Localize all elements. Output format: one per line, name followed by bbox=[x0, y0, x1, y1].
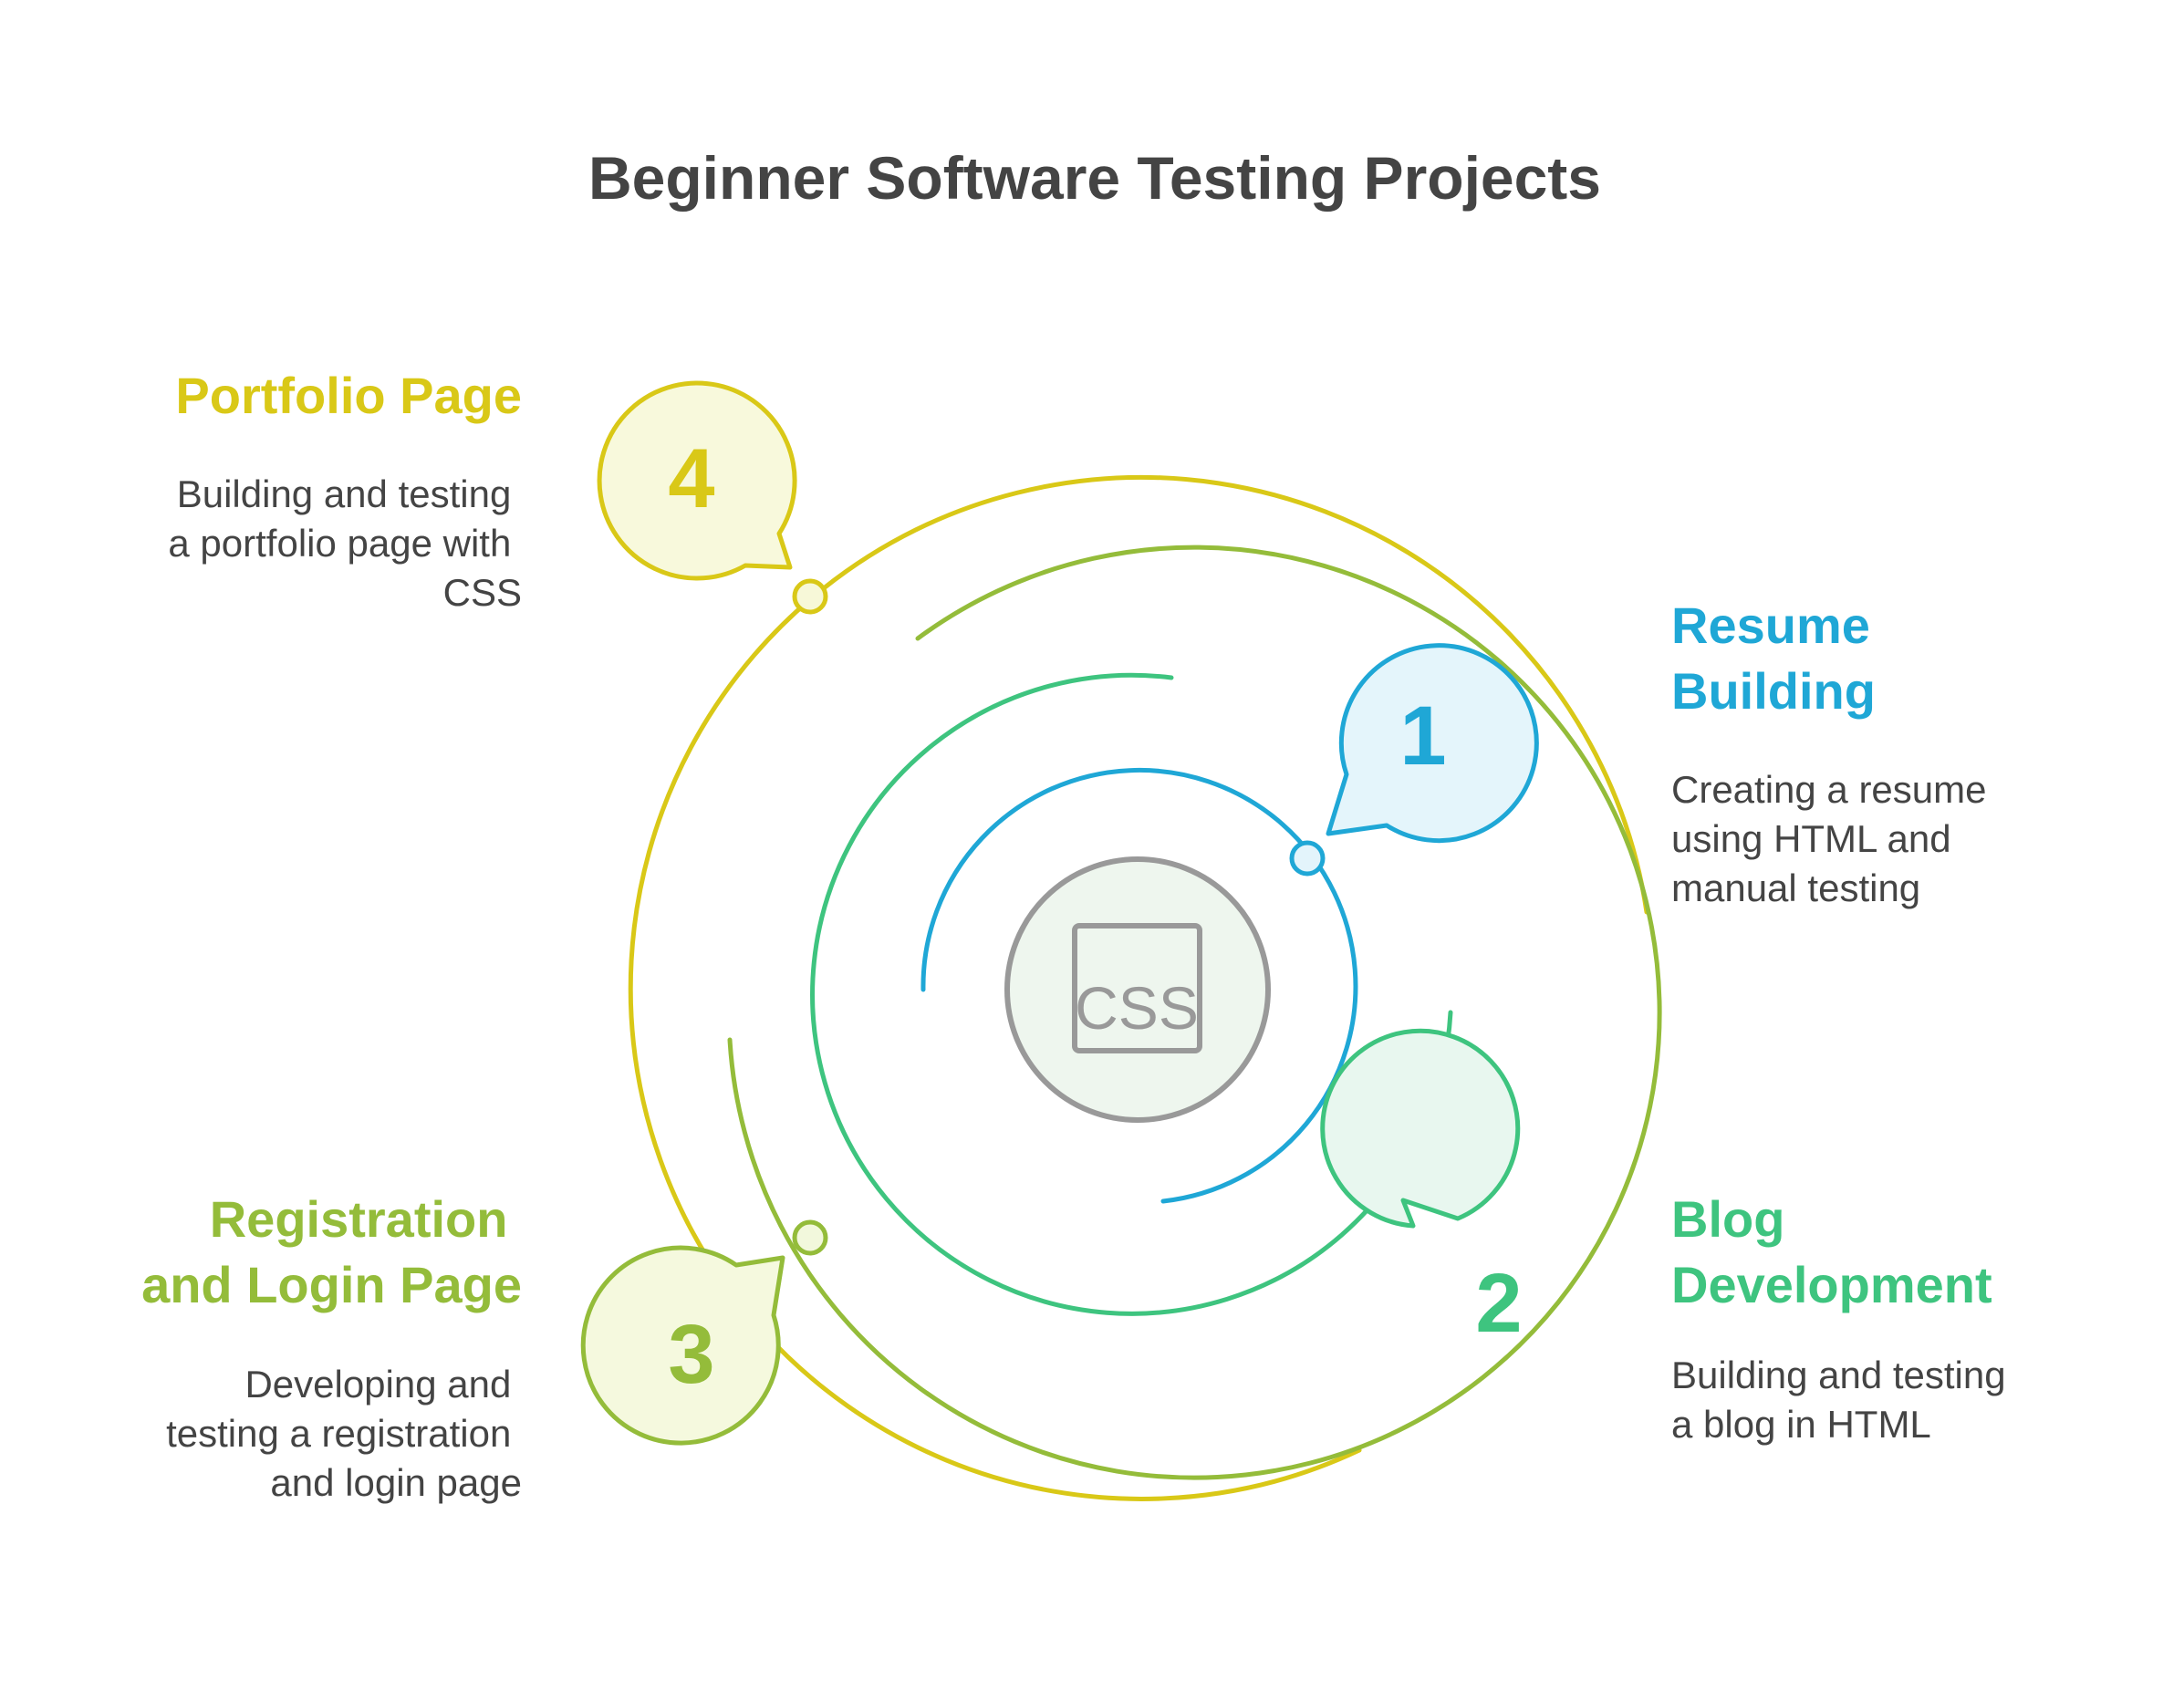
css-icon: CSS bbox=[1072, 923, 1202, 1053]
step-2-bubble: 2 bbox=[1320, 1028, 1523, 1350]
orbit-resume bbox=[920, 768, 1358, 1204]
center-circle bbox=[1004, 856, 1271, 1123]
step-4-bubble: 4 bbox=[597, 380, 797, 581]
step-1-bubble: 1 bbox=[1326, 643, 1539, 844]
orbit-dot-resume bbox=[1289, 840, 1326, 877]
step-1-description: Creating a resume using HTML and manual … bbox=[1671, 768, 1997, 909]
step-2-title: Blog Development bbox=[1671, 1190, 1992, 1313]
css-icon-label: CSS bbox=[1075, 974, 1199, 1042]
orbit-blog bbox=[810, 672, 1453, 1316]
step-1-number: 1 bbox=[1399, 690, 1446, 783]
step-2-description: Building and testing a blog in HTML bbox=[1671, 1354, 2016, 1446]
step-3-number: 3 bbox=[668, 1308, 714, 1401]
page-title: Beginner Software Testing Projects bbox=[588, 144, 1601, 212]
step-3-description: Developing and testing a registration an… bbox=[166, 1363, 522, 1504]
orbit-registration bbox=[727, 545, 1662, 1480]
step-4-title: Portfolio Page bbox=[175, 367, 522, 424]
orbit-portfolio bbox=[628, 474, 1649, 1501]
orbit-dot-portfolio bbox=[792, 578, 828, 615]
step-4-description: Building and testing a portfolio page wi… bbox=[168, 472, 522, 614]
step-4-number: 4 bbox=[668, 432, 714, 525]
step-3-title: Registration and Login Page bbox=[141, 1190, 522, 1313]
step-2-number: 2 bbox=[1475, 1257, 1522, 1350]
step-3-bubble: 3 bbox=[580, 1245, 785, 1446]
orbit-dot-registration bbox=[792, 1219, 828, 1256]
step-1-title: Resume Building bbox=[1671, 597, 1884, 720]
